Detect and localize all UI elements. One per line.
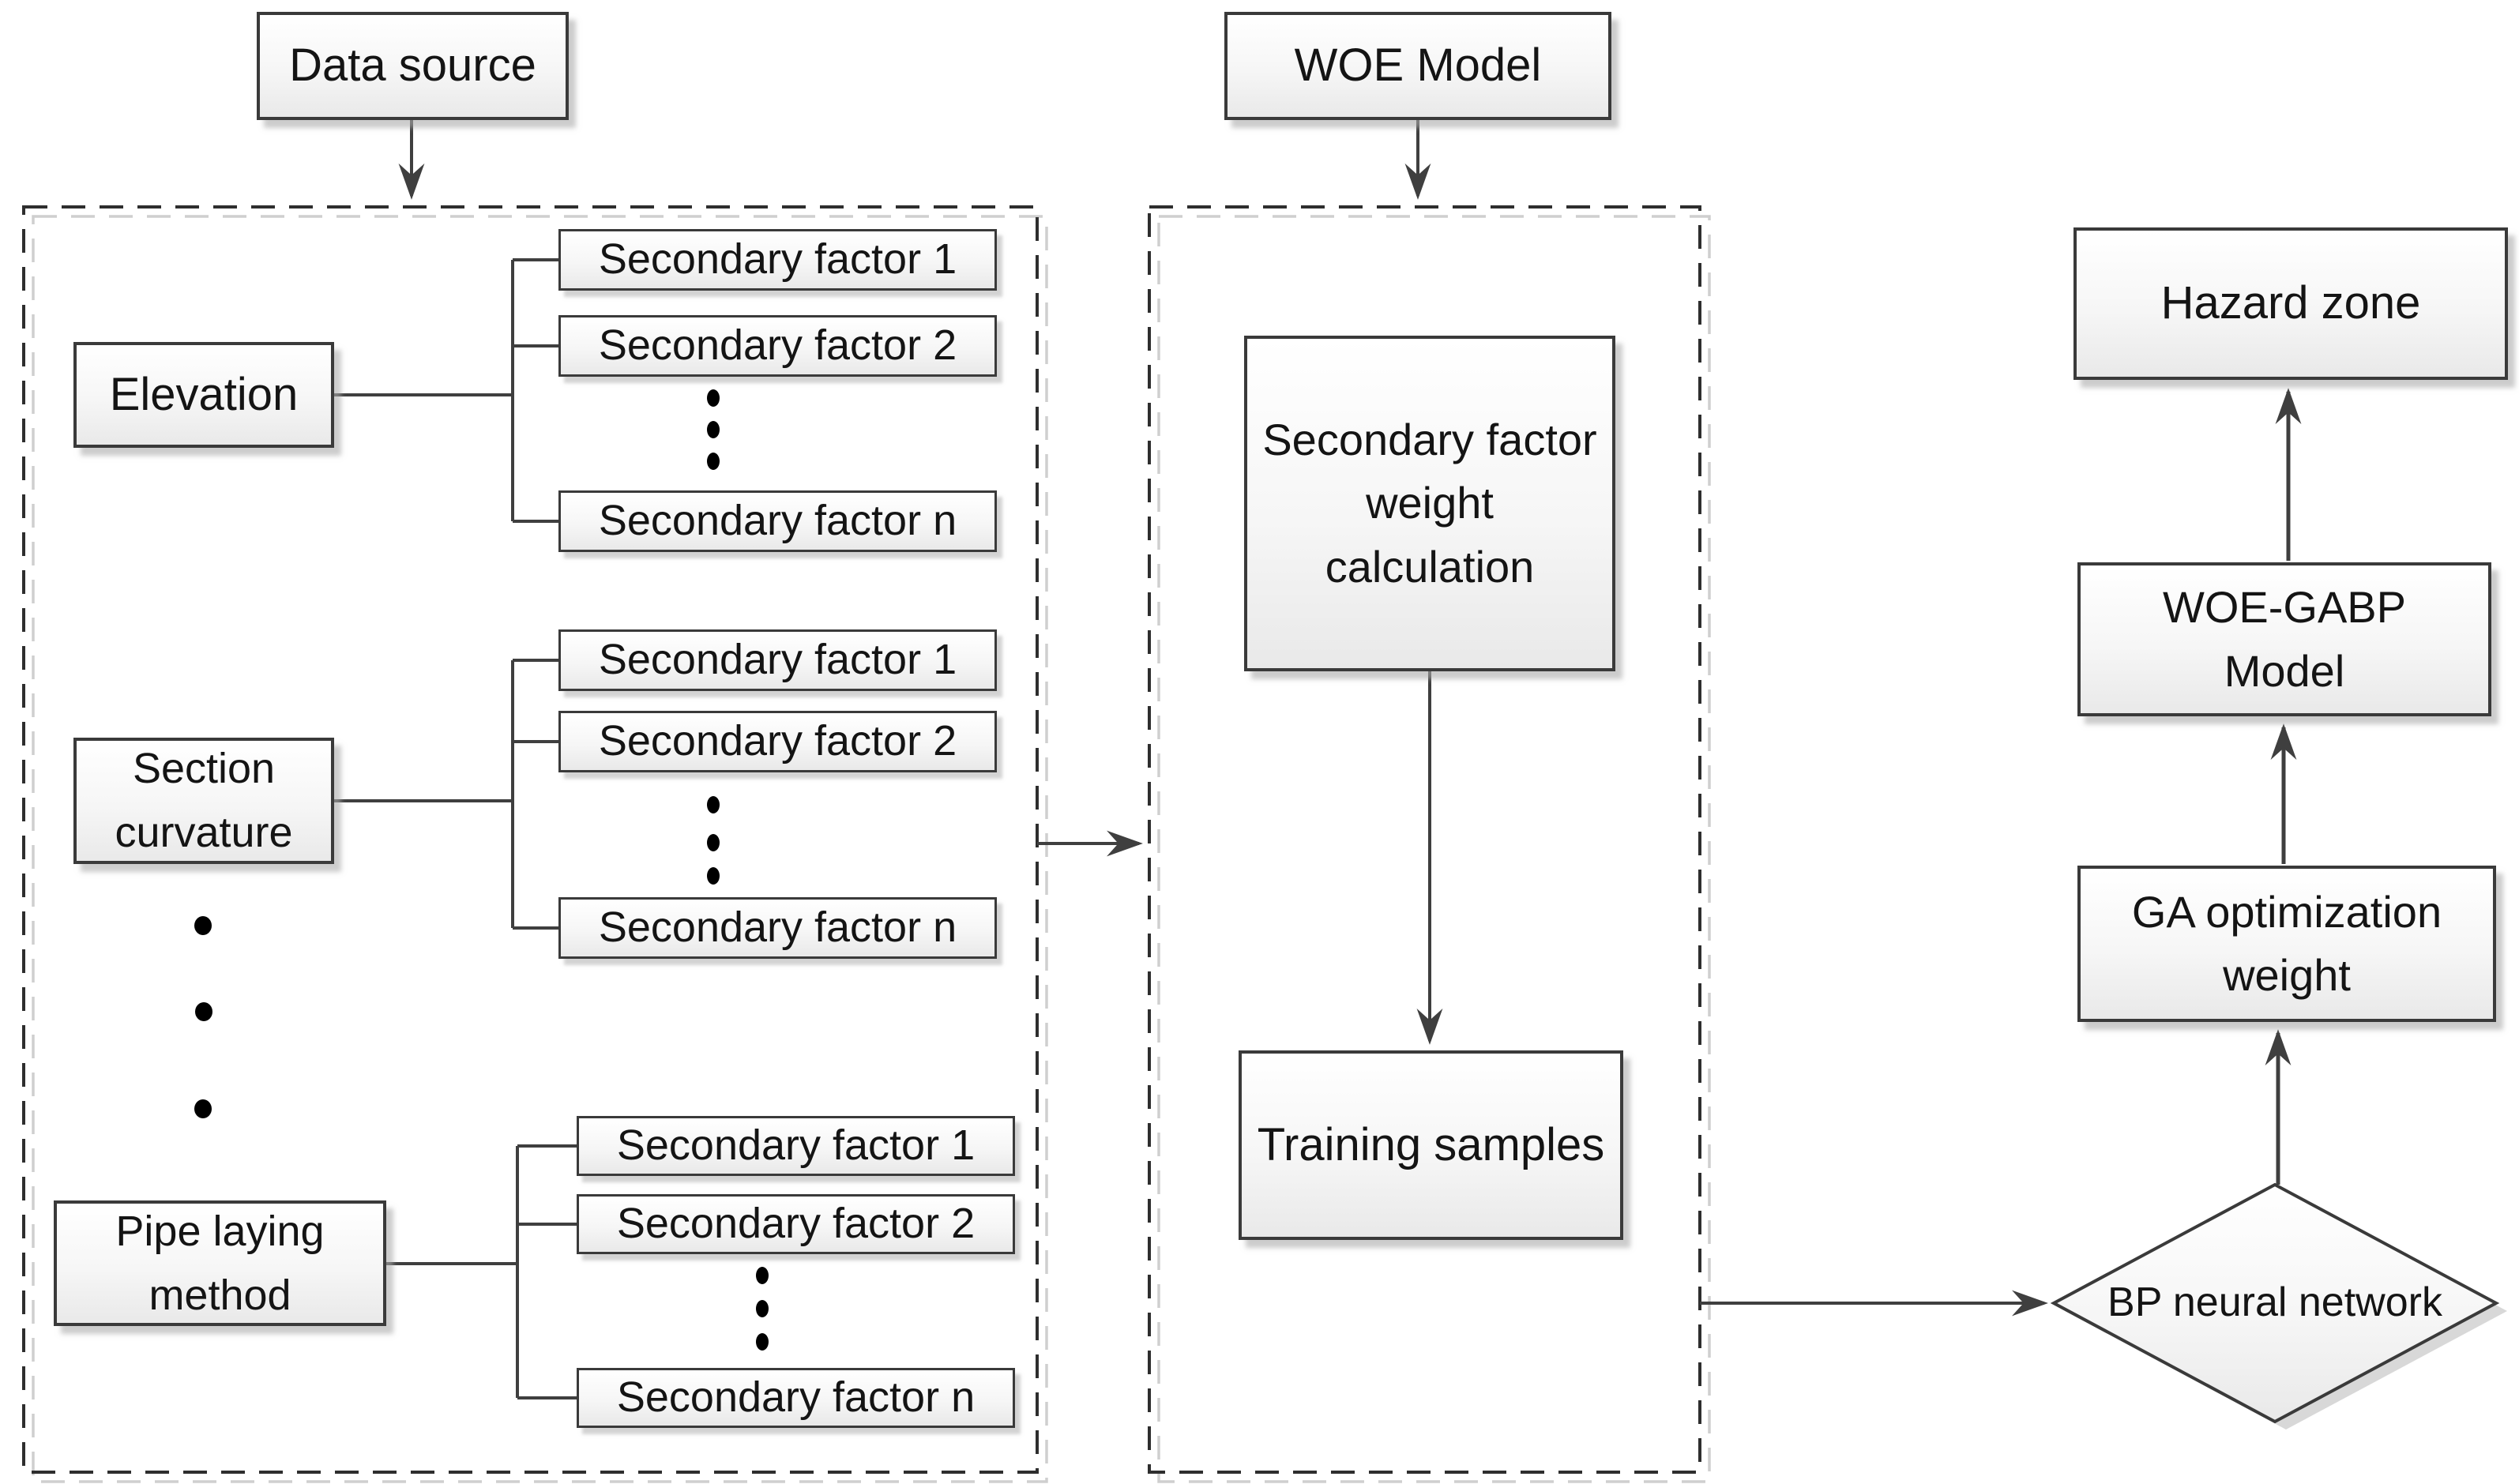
node-pipe-laying-line2: method bbox=[149, 1271, 291, 1319]
node-section-curvature-line2: curvature bbox=[115, 809, 293, 856]
bp-diamond-shape bbox=[2050, 1182, 2500, 1424]
node-pipe-laying-line1: Pipe laying bbox=[115, 1207, 325, 1255]
node-pipe-laying-method: Pipe laying method bbox=[54, 1200, 386, 1326]
node-training-samples-label: Training samples bbox=[1257, 1118, 1605, 1170]
node-training-samples: Training samples bbox=[1239, 1050, 1623, 1240]
node-ga-weight-line2: weight bbox=[2223, 950, 2351, 1000]
node-data-source: Data source bbox=[257, 12, 569, 120]
ellipsis-dots-factor-list bbox=[194, 916, 212, 1118]
woe-panel-border-shadow bbox=[1157, 215, 1711, 1483]
secondary-factor-label: Secondary factor 1 bbox=[598, 636, 957, 684]
secondary-factor-label: Secondary factor n bbox=[598, 497, 957, 545]
node-woe-model: WOE Model bbox=[1224, 12, 1611, 120]
node-data-source-label: Data source bbox=[289, 39, 536, 92]
node-secondary-factor-weight-calculation: Secondary factor weight calculation bbox=[1244, 336, 1615, 671]
connector-elevation-group bbox=[334, 258, 558, 523]
node-elevation-secondary-factor-2: Secondary factor 2 bbox=[558, 315, 997, 377]
ellipsis-dots-pipe-laying-group bbox=[756, 1267, 769, 1351]
node-pipe-laying-secondary-factor-n: Secondary factor n bbox=[577, 1368, 1015, 1428]
node-section-curvature-line1: Section bbox=[132, 745, 276, 792]
node-woe-gabp-line1: WOE-GABP bbox=[2162, 582, 2407, 633]
weight-calc-line3: calculation bbox=[1325, 541, 1535, 592]
ellipsis-dots-section-curvature-group bbox=[707, 796, 720, 885]
node-bp-neural-network-label: BP neural network bbox=[2070, 1273, 2480, 1333]
ellipsis-dots-elevation-group bbox=[707, 389, 720, 470]
factor-panel-border-shadow bbox=[32, 215, 1048, 1483]
node-elevation-label: Elevation bbox=[109, 368, 299, 420]
node-section-curvature-secondary-factor-n: Secondary factor n bbox=[558, 897, 997, 959]
secondary-factor-label: Secondary factor 1 bbox=[616, 1121, 976, 1170]
node-woe-model-label: WOE Model bbox=[1294, 39, 1542, 92]
node-section-curvature: Section curvature bbox=[73, 738, 334, 864]
node-hazard-zone-label: Hazard zone bbox=[2160, 277, 2421, 329]
node-section-curvature-secondary-factor-1: Secondary factor 1 bbox=[558, 629, 997, 691]
secondary-factor-label: Secondary factor 2 bbox=[598, 717, 957, 765]
woe-panel-dashed-border bbox=[1148, 205, 1701, 1474]
factor-panel-dashed-border bbox=[22, 205, 1039, 1474]
connector-section-curvature-group bbox=[334, 659, 558, 930]
node-pipe-laying-secondary-factor-2: Secondary factor 2 bbox=[577, 1194, 1015, 1254]
secondary-factor-label: Secondary factor 2 bbox=[616, 1200, 976, 1248]
node-hazard-zone: Hazard zone bbox=[2073, 227, 2508, 380]
node-woe-gabp-model: WOE-GABP Model bbox=[2077, 562, 2491, 716]
secondary-factor-label: Secondary factor n bbox=[598, 904, 957, 952]
node-woe-gabp-line2: Model bbox=[2224, 645, 2345, 696]
node-ga-optimization-weight: GA optimization weight bbox=[2077, 866, 2496, 1022]
secondary-factor-label: Secondary factor 2 bbox=[598, 321, 957, 370]
node-elevation: Elevation bbox=[73, 342, 334, 448]
node-section-curvature-secondary-factor-2: Secondary factor 2 bbox=[558, 711, 997, 772]
node-elevation-secondary-factor-n: Secondary factor n bbox=[558, 490, 997, 552]
weight-calc-line2: weight bbox=[1366, 478, 1494, 528]
node-elevation-secondary-factor-1: Secondary factor 1 bbox=[558, 229, 997, 291]
bp-neural-network-text: BP neural network bbox=[2107, 1279, 2442, 1326]
secondary-factor-label: Secondary factor 1 bbox=[598, 235, 957, 284]
secondary-factor-label: Secondary factor n bbox=[616, 1373, 976, 1422]
connector-pipe-laying-group bbox=[386, 1144, 577, 1399]
node-pipe-laying-secondary-factor-1: Secondary factor 1 bbox=[577, 1116, 1015, 1176]
weight-calc-line1: Secondary factor bbox=[1262, 415, 1597, 465]
node-ga-weight-line1: GA optimization bbox=[2131, 886, 2442, 937]
